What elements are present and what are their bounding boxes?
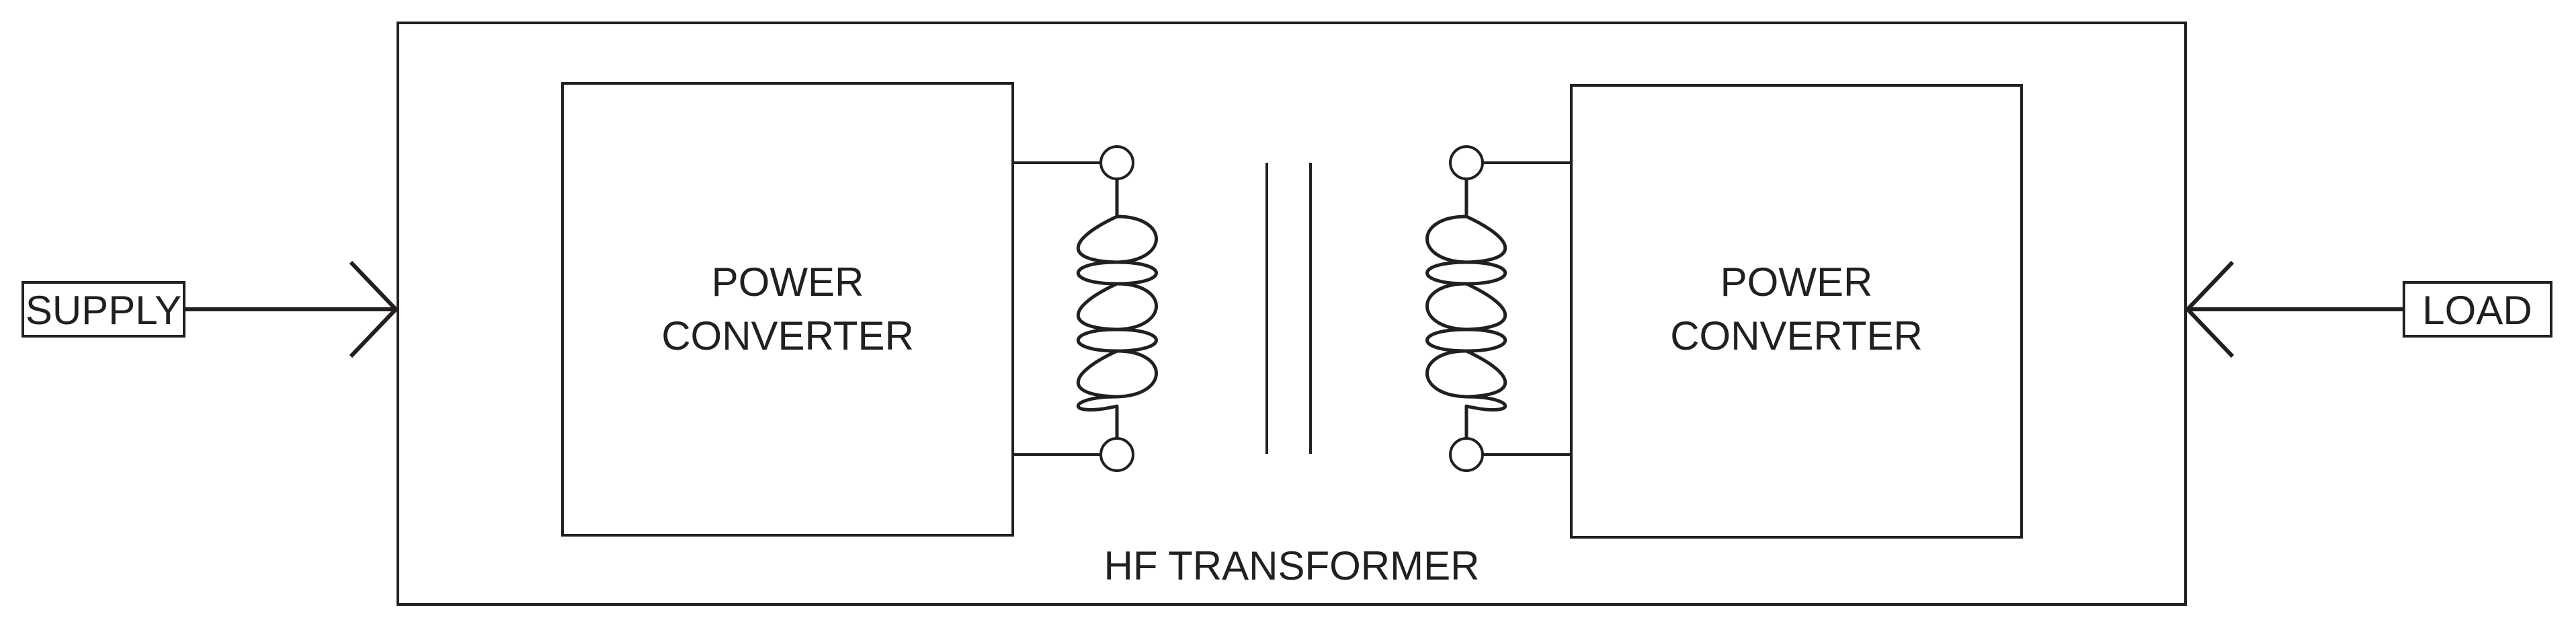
power-converter-left-line1: POWER — [712, 260, 864, 305]
secondary-winding-icon — [1425, 176, 1507, 440]
primary-winding-icon — [1076, 176, 1158, 440]
supply-arrowhead-icon — [349, 260, 399, 358]
supply-box — [22, 281, 185, 338]
power-converter-right — [1570, 84, 2023, 539]
power-converter-left-line2: CONVERTER — [661, 313, 914, 358]
load-label: LOAD — [2422, 288, 2532, 333]
load-arrowhead-icon — [2184, 260, 2235, 358]
power-converter-right-line1: POWER — [1720, 260, 1873, 305]
power-converter-left — [561, 82, 1014, 537]
secondary-top-terminal — [1449, 145, 1484, 180]
load-box — [2403, 281, 2552, 338]
primary-bottom-terminal — [1099, 437, 1134, 472]
primary-top-terminal — [1099, 145, 1134, 180]
secondary-bottom-terminal — [1449, 437, 1484, 472]
supply-label: SUPPLY — [26, 288, 181, 333]
power-converter-right-line2: CONVERTER — [1670, 313, 1923, 358]
transformer-label: HF TRANSFORMER — [1104, 543, 1480, 588]
